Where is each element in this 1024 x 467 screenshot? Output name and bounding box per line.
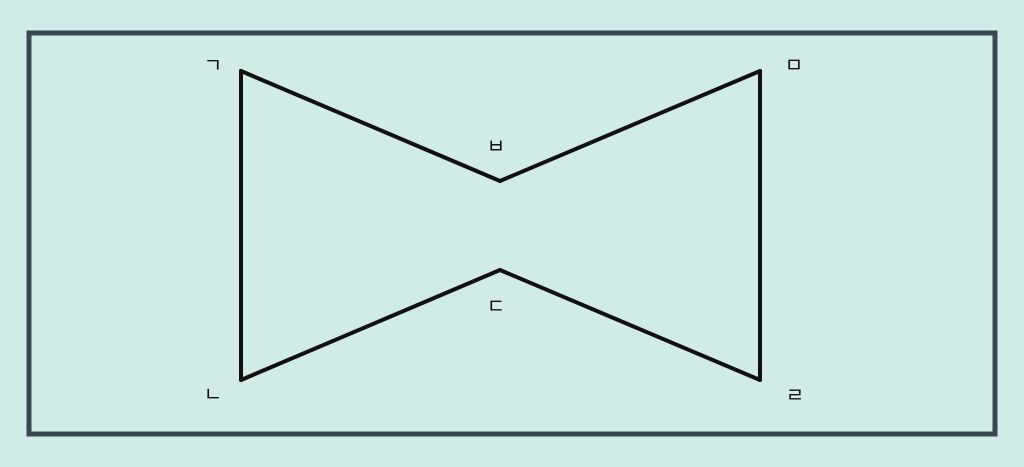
vertex-label-n: ㄴ — [204, 382, 222, 406]
vertex-label-m: ㅁ — [785, 53, 803, 77]
outer-frame — [26, 30, 998, 437]
edge-b-g — [239, 69, 502, 183]
edge-n-d — [239, 268, 502, 382]
bowtie-shape — [239, 69, 762, 382]
vertex-label-r: ㄹ — [786, 383, 804, 407]
vertex-label-d: ㄷ — [487, 294, 505, 318]
edge-d-r — [498, 268, 762, 382]
vertex-label-g: ㄱ — [204, 53, 222, 77]
edge-m-b — [498, 69, 762, 183]
vertex-labels: ㄱ ㄴ ㄷ ㄹ ㅁ ㅂ — [204, 53, 804, 407]
vertex-label-b: ㅂ — [487, 134, 505, 158]
